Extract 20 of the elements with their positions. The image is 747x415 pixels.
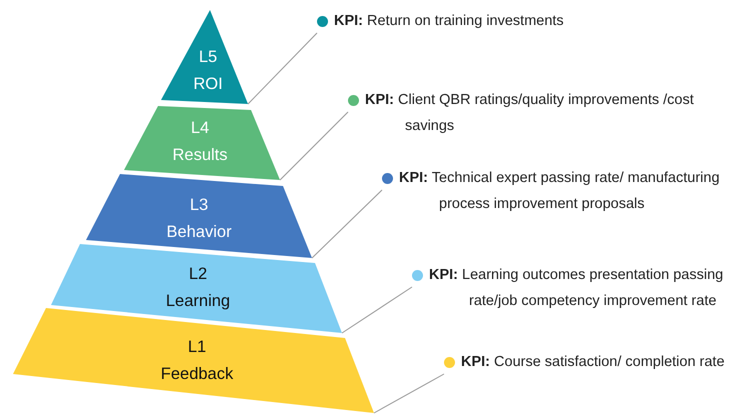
kpi-text: KPI: Client QBR ratings/quality improvements /cost savings [365,91,695,136]
tier-label: Feedback [160,364,234,385]
kpi-text: KPI: Technical expert passing rate/ manufacturing process improvement proposals [399,169,721,214]
level-label: L1 [188,337,206,358]
leader-line [312,190,382,258]
leader-line [248,32,318,104]
tier-label: Results [172,145,228,166]
level-label: L3 [190,195,208,216]
level-label: L2 [188,264,208,285]
level-label: L4 [190,118,210,139]
leader-line [342,286,412,334]
tier-label: Learning [166,291,230,312]
tier-label: Behavior [166,222,232,243]
leader-line [280,112,348,180]
kpi-text: KPI: Course satisfaction/ completion rate [461,353,726,372]
kpi-text: KPI: Learning outcomes presentation passing rate/job competency improvement rate [429,266,724,311]
kpi-text: KPI: Return on training investments [334,12,565,31]
tier-label: ROI [193,74,223,95]
level-label: L5 [198,47,218,68]
leader-line [374,374,444,414]
